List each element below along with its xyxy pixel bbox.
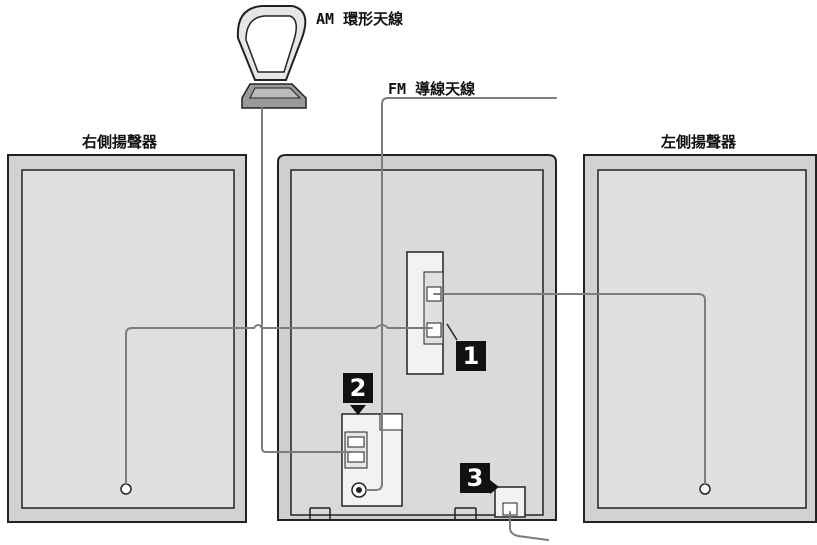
right-speaker-terminal [120,483,132,495]
am-antenna-cable [261,107,353,453]
left-speaker-cable [433,293,706,485]
right-speaker-label: 右側揚聲器 [82,133,158,151]
step-3-badge: 3 [460,463,490,493]
am-loop-antenna [236,5,307,109]
fm-antenna-wire [365,97,557,491]
step-1-badge: 1 [456,341,486,371]
speaker-jack-right [426,322,442,338]
left-speaker-label: 左側揚聲器 [661,133,737,151]
left-speaker-terminal [699,483,711,495]
right-speaker-cable [125,324,433,485]
step-2-badge: 2 [343,373,373,403]
step-3-arrow [490,480,499,494]
left-speaker [583,154,817,523]
fm-antenna-label: FM 導線天線 [388,80,476,98]
main-unit [277,154,557,521]
am-antenna-label: AM 環形天線 [316,10,404,28]
step-2-arrow [350,405,366,415]
power-cord [509,511,549,541]
